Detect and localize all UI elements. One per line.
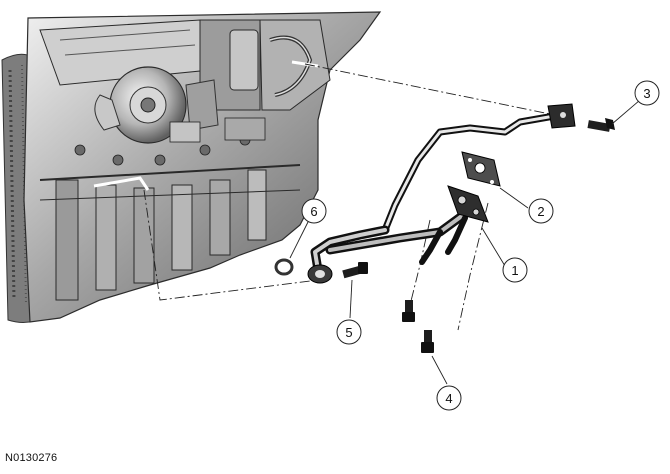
- leader-lines: [289, 99, 641, 385]
- figure-id-label: N0130276: [5, 452, 58, 464]
- callout-5-label: 5: [345, 325, 352, 340]
- callout-3-label: 3: [643, 86, 650, 101]
- bolt-part-5: [342, 262, 368, 279]
- cylinder-head: [39, 19, 331, 111]
- tube-end-fitting: [307, 264, 333, 284]
- o-ring: [274, 258, 294, 276]
- oil-supply-tube: [310, 111, 564, 275]
- callout-4-label: 4: [445, 391, 452, 406]
- callout-6: 6: [301, 198, 327, 224]
- callout-2-label: 2: [537, 204, 544, 219]
- gasket: [461, 151, 501, 187]
- bolt-part-4-lower: [421, 330, 434, 353]
- callout-1: 1: [502, 257, 528, 283]
- callout-6-label: 6: [310, 204, 317, 219]
- lower-port-mark: [93, 176, 150, 191]
- alignment-lines: [143, 63, 561, 331]
- block-details: [74, 117, 266, 166]
- callout-5: 5: [336, 319, 362, 345]
- tube-bracket: [547, 103, 576, 129]
- callout-3: 3: [634, 80, 660, 106]
- tube-flange: [447, 185, 489, 223]
- callout-1-label: 1: [511, 263, 518, 278]
- bolt-part-3: [587, 118, 615, 132]
- turbocharger: [94, 66, 219, 144]
- crankcase-ribs: [39, 164, 301, 301]
- engine-assembly: [1, 11, 382, 323]
- callout-2: 2: [528, 198, 554, 224]
- callout-4: 4: [436, 385, 462, 411]
- bolt-part-4-upper: [402, 300, 415, 322]
